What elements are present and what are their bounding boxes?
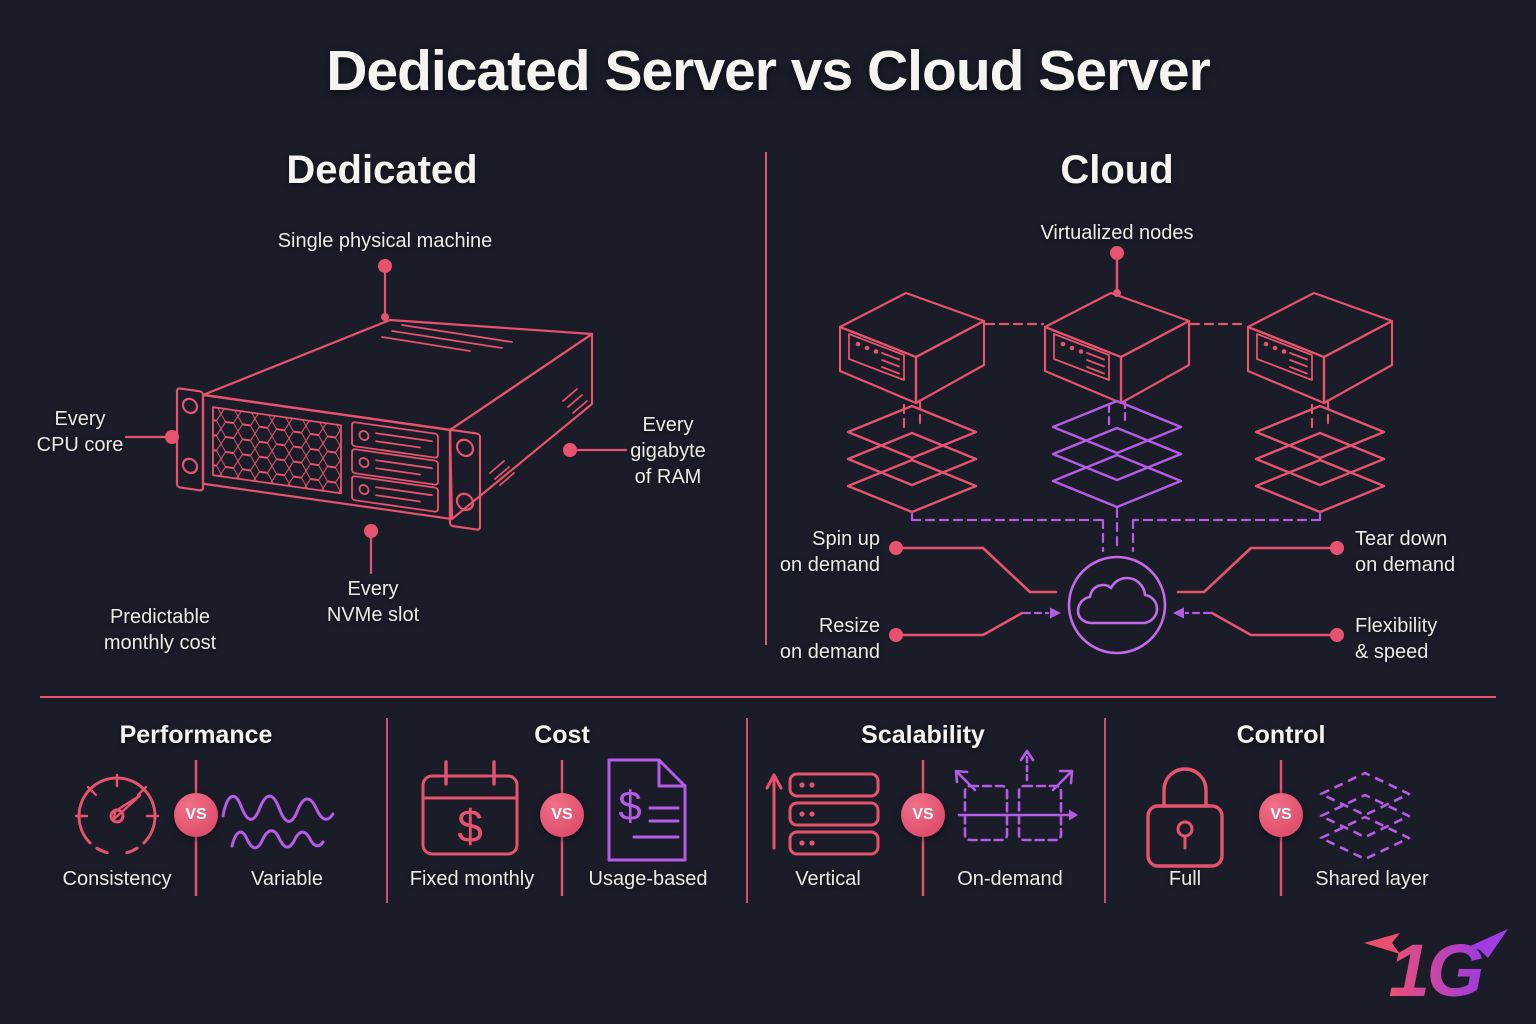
expand-grid-icon	[954, 749, 1078, 842]
label-every-gigabyte-ram: Every gigabyte of RAM	[630, 414, 706, 488]
label-resize: Resize on demand	[779, 615, 880, 663]
page-title: Dedicated Server vs Cloud Server	[326, 39, 1211, 103]
calendar-dollar-icon: $	[421, 760, 519, 856]
heading-scalability: Scalability	[861, 721, 985, 749]
vs-badge: VS	[540, 793, 584, 837]
label-shared-layer: Shared layer	[1315, 868, 1429, 890]
heading-cost: Cost	[534, 721, 590, 749]
label-vertical: Vertical	[795, 868, 861, 890]
label-every-nvme-slot: Every NVMe slot	[326, 578, 420, 626]
dashed-layers-icon	[1319, 771, 1411, 861]
label-consistency: Consistency	[62, 868, 172, 890]
label-tear-down: Tear down on demand	[1355, 528, 1456, 576]
invoice-icon: $	[607, 758, 687, 862]
vm-layers-icon	[846, 404, 978, 514]
label-single-physical-machine: Single physical machine	[277, 230, 493, 252]
waves-icon	[221, 794, 335, 850]
dollar-glyph: $	[457, 800, 483, 852]
vm-layers-icon	[1051, 399, 1183, 509]
cloud-node-icon	[1043, 291, 1191, 405]
dedicated-heading: Dedicated	[286, 148, 478, 192]
rack-server-illustration	[124, 259, 628, 575]
vs-badge: VS	[1259, 793, 1303, 837]
logo-text: 1G	[1389, 929, 1483, 1012]
label-predictable-monthly-cost: Predictable monthly cost	[103, 606, 217, 654]
label-usage-based: Usage-based	[588, 868, 708, 890]
label-every-cpu-core: Every CPU core	[36, 408, 124, 456]
cloud-node-icon	[1246, 291, 1394, 405]
gauge-icon	[74, 773, 160, 855]
cloud-circle-icon	[1067, 555, 1167, 655]
cloud-heading: Cloud	[1060, 148, 1174, 192]
brand-logo: 1G	[1364, 929, 1508, 1012]
vs-badge: VS	[901, 793, 945, 837]
logo-arrow-left-icon	[1364, 933, 1400, 954]
vm-layers-icon	[1254, 404, 1386, 514]
label-variable: Variable	[251, 868, 323, 890]
label-fixed-monthly: Fixed monthly	[409, 868, 535, 890]
heading-performance: Performance	[119, 721, 273, 749]
label-on-demand: On-demand	[957, 868, 1063, 890]
logo-arrow-right-icon	[1468, 929, 1508, 958]
server-stack-arrow-icon	[765, 772, 880, 856]
dollar-glyph: $	[618, 782, 641, 829]
section-dividers	[40, 152, 1496, 903]
label-spin-up: Spin up on demand	[779, 528, 880, 576]
label-flexibility: Flexibility & speed	[1355, 615, 1438, 663]
label-full: Full	[1168, 868, 1202, 890]
cloud-node-icon	[838, 291, 986, 405]
heading-control: Control	[1236, 721, 1326, 749]
padlock-icon	[1146, 767, 1224, 868]
label-virtualized-nodes: Virtualized nodes	[1040, 222, 1194, 244]
vs-badge: VS	[174, 793, 218, 837]
virtualized-nodes-illustration	[838, 246, 1394, 655]
